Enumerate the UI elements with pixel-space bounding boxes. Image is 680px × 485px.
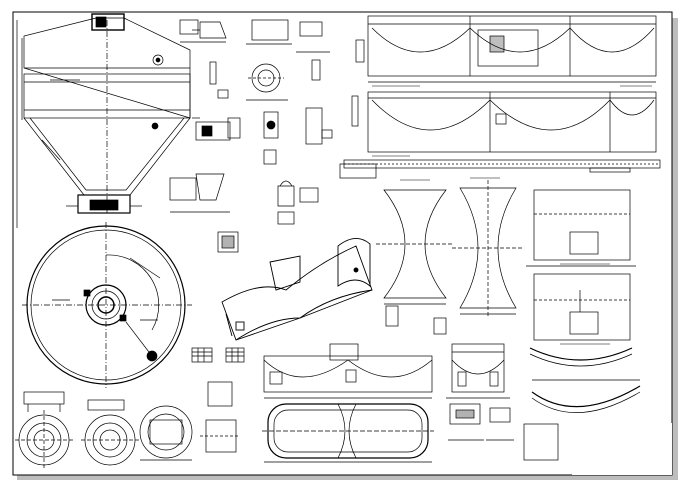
sheet-shadow-right xyxy=(672,18,678,480)
sheet-shadow-bottom xyxy=(17,475,673,480)
sheet-border xyxy=(12,11,673,476)
trough-isometric-view xyxy=(221,238,373,341)
beam-elevation-middle xyxy=(367,91,657,153)
bracket-details xyxy=(448,403,514,441)
dimension-marks xyxy=(372,85,652,345)
title-block-area xyxy=(572,423,672,475)
trough-elevation xyxy=(263,343,433,399)
end-frame-elevation xyxy=(446,343,510,399)
misc-parts-center xyxy=(191,180,447,453)
plate-details-right xyxy=(526,189,636,341)
beam-elevation-top xyxy=(367,15,657,83)
hourglass-plates xyxy=(376,180,522,316)
detail-cluster-top xyxy=(169,19,377,213)
curved-rail-details xyxy=(523,347,641,461)
long-rail-section xyxy=(343,159,661,173)
hopper-plan-view xyxy=(22,222,192,388)
trough-plan-view xyxy=(262,403,434,463)
hopper-elevation xyxy=(16,13,200,228)
flange-details xyxy=(15,391,193,470)
